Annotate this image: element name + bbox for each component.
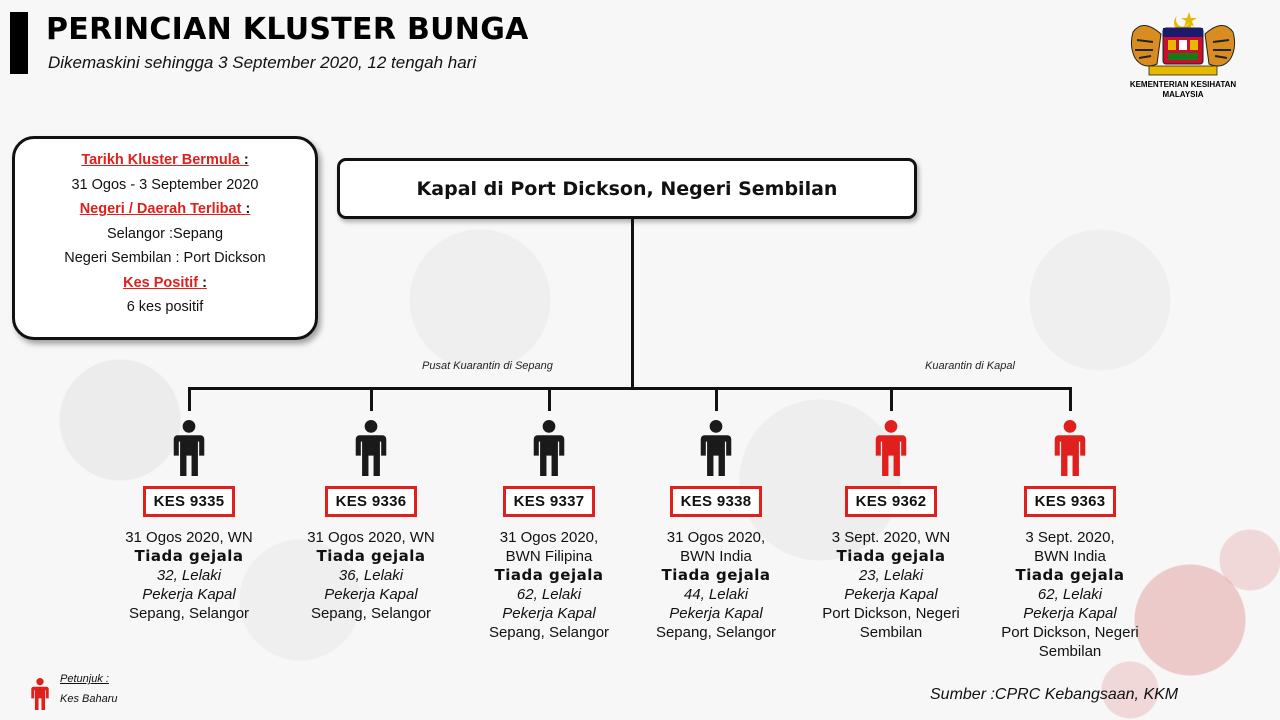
case-connector-line: [715, 387, 718, 411]
case-id-badge: KES 9338: [669, 486, 763, 517]
case-connector-line: [548, 387, 551, 411]
case-detail-line: 44, Lelaki: [683, 586, 749, 603]
case-detail-line: Pekerja Kapal: [142, 586, 236, 603]
case-detail-line: 62, Lelaki: [516, 586, 582, 603]
source-credit: Sumber :CPRC Kebangsaan, KKM: [930, 686, 1179, 703]
case-id-badge: KES 9337: [502, 486, 596, 517]
case-connector-line: [1069, 387, 1072, 411]
case-detail-line: 3 Sept. 2020,: [1025, 529, 1115, 546]
root-node-label: Kapal di Port Dickson, Negeri Sembilan: [416, 177, 838, 200]
case-detail-line: 31 Ogos 2020, WN: [307, 529, 435, 546]
case-detail-line: Sembilan: [1038, 643, 1102, 660]
case-detail-line: BWN India: [1034, 548, 1106, 565]
case-detail-line: Pekerja Kapal: [669, 605, 763, 622]
case-id-badge: KES 9363: [1023, 486, 1117, 517]
case-symptom: Tiada gejala: [836, 547, 946, 565]
info-start-label: Tarikh Kluster Bermula :: [81, 152, 249, 168]
case-detail-line: Sembilan: [859, 624, 923, 641]
case-detail-line: 31 Ogos 2020,: [666, 529, 766, 546]
info-positive-value: 6 kes positif: [126, 299, 204, 315]
case-detail-line: Sepang, Selangor: [310, 605, 432, 622]
case-detail-line: Port Dickson, Negeri: [1001, 624, 1139, 641]
page-subtitle: Dikemaskini sehingga 3 September 2020, 1…: [48, 53, 477, 72]
coat-of-arms-icon: [1130, 12, 1236, 76]
info-state-label: Negeri / Daerah Terlibat :: [79, 201, 251, 217]
branch-label-sepang: Pusat Kuarantin di Sepang: [422, 360, 553, 372]
logo-line-2: MALAYSIA: [1162, 90, 1204, 99]
case-symptom: Tiada gejala: [134, 547, 244, 565]
legend-new-case-label: Kes Baharu: [60, 693, 118, 705]
new-case-person-icon: [31, 678, 49, 710]
case-detail-line: Sepang, Selangor: [488, 624, 610, 641]
virus-illustration: [1040, 500, 1280, 720]
case-detail-line: BWN Filipina: [505, 548, 593, 565]
case-detail-line: Sepang, Selangor: [128, 605, 250, 622]
case-detail-line: Port Dickson, Negeri: [822, 605, 960, 622]
case-connector-line: [890, 387, 893, 411]
info-state-value-2: Negeri Sembilan : Port Dickson: [64, 250, 266, 266]
case-symptom: Tiada gejala: [316, 547, 426, 565]
kkm-logo: KEMENTERIAN KESIHATAN MALAYSIA: [1108, 10, 1258, 106]
info-positive-label: Kes Positif :: [123, 274, 207, 291]
case-detail-line: 32, Lelaki: [156, 567, 222, 584]
person-icon: [355, 420, 387, 476]
case-detail-line: Pekerja Kapal: [324, 586, 418, 603]
logo-line-1: KEMENTERIAN KESIHATAN: [1129, 80, 1237, 89]
case-detail-line: Sepang, Selangor: [655, 624, 777, 641]
case-id-badge: KES 9335: [142, 486, 236, 517]
trunk-line: [631, 219, 634, 389]
title-accent-bar: [10, 12, 28, 74]
case-symptom: Tiada gejala: [1015, 566, 1125, 584]
case-connector-line: [370, 387, 373, 411]
case-detail-line: 36, Lelaki: [338, 567, 404, 584]
case-detail-line: 23, Lelaki: [858, 567, 924, 584]
info-state-value-1: Selangor :Sepang: [106, 225, 224, 242]
new-case-person-icon: [875, 420, 907, 476]
case-detail-line: 31 Ogos 2020, WN: [125, 529, 253, 546]
case-connector-line: [188, 387, 191, 411]
case-symptom: Tiada gejala: [661, 566, 771, 584]
page-title: PERINCIAN KLUSTER BUNGA: [46, 12, 529, 47]
person-icon: [700, 420, 732, 476]
case-detail-line: Pekerja Kapal: [844, 586, 938, 603]
person-icon: [173, 420, 205, 476]
case-detail-line: BWN India: [680, 548, 752, 565]
case-detail-line: Pekerja Kapal: [1023, 605, 1117, 622]
case-symptom: Tiada gejala: [494, 566, 604, 584]
case-detail-line: Pekerja Kapal: [502, 605, 596, 622]
case-detail-line: 3 Sept. 2020, WN: [831, 529, 951, 546]
case-id-badge: KES 9362: [844, 486, 938, 517]
case-detail-line: 62, Lelaki: [1037, 586, 1103, 603]
case-detail-line: 31 Ogos 2020,: [499, 529, 599, 546]
new-case-person-icon: [1054, 420, 1086, 476]
cluster-info-box: Tarikh Kluster Bermula : 31 Ogos - 3 Sep…: [12, 136, 318, 340]
info-start-value: 31 Ogos - 3 September 2020: [71, 176, 259, 193]
case-id-badge: KES 9336: [324, 486, 418, 517]
root-node: Kapal di Port Dickson, Negeri Sembilan: [337, 158, 917, 219]
legend-title: Petunjuk :: [60, 673, 109, 685]
horizontal-branch-line: [188, 387, 1072, 390]
person-icon: [533, 420, 565, 476]
branch-label-ship: Kuarantin di Kapal: [925, 360, 1015, 372]
